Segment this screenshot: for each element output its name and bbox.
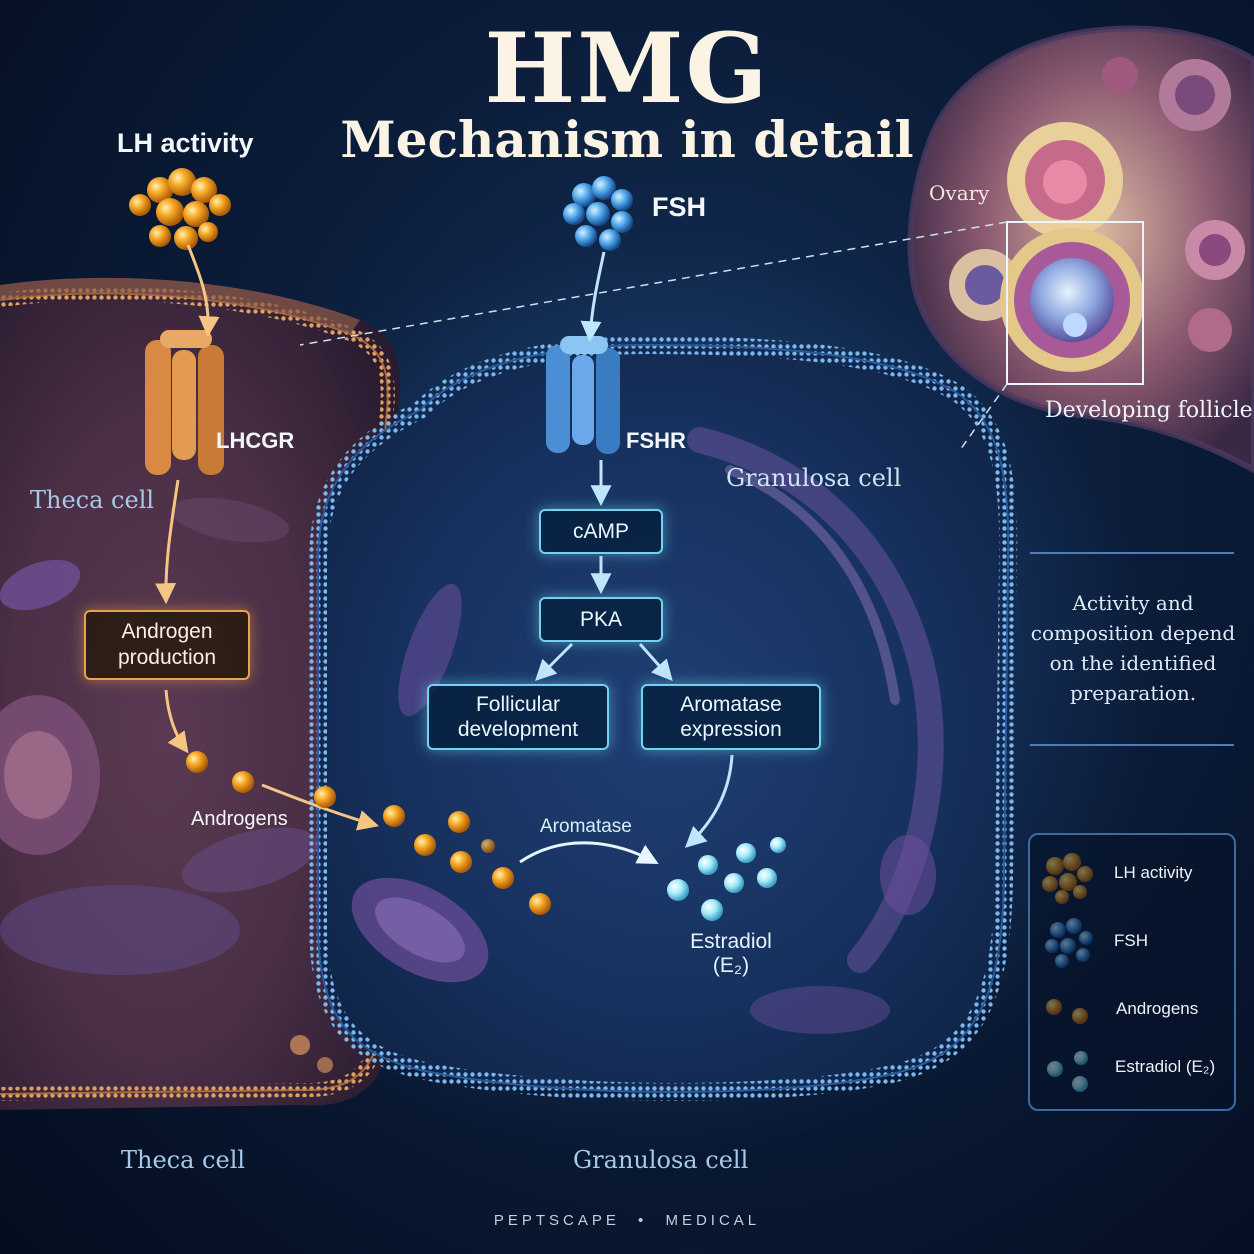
lh-molecule bbox=[129, 168, 231, 250]
follicular-development-box: Follicular development bbox=[427, 684, 609, 750]
legend-label-estradiol: Estradiol (E₂) bbox=[1115, 1057, 1216, 1076]
aromatase-expression-box: Aromatase expression bbox=[641, 684, 821, 750]
androgen-production-box: Androgen production bbox=[84, 610, 250, 680]
arrow-pka-to-follicular bbox=[535, 642, 574, 681]
estradiol-label-line2: (E₂) bbox=[712, 954, 750, 977]
arrow-production-to-androgens bbox=[164, 689, 189, 754]
theca-cell-inner-label: Theca cell bbox=[30, 486, 155, 514]
granulosa-cell-bottom-label: Granulosa cell bbox=[573, 1146, 749, 1174]
zoom-line-top bbox=[299, 221, 1008, 346]
lhcgr-receptor bbox=[145, 330, 224, 475]
arrow-androgens-transfer bbox=[261, 783, 380, 831]
arrow-lhcgr-to-androgen-production bbox=[155, 479, 180, 605]
arrow-aromatase-to-estradiol bbox=[684, 754, 734, 848]
theca-cell-bottom-label: Theca cell bbox=[121, 1146, 246, 1174]
legend-label-lh: LH activity bbox=[1114, 863, 1193, 882]
legend-label-androgens: Androgens bbox=[1116, 999, 1199, 1018]
camp-box: cAMP bbox=[539, 509, 663, 554]
pka-box: PKA bbox=[539, 597, 663, 642]
note-rule-top bbox=[1030, 552, 1234, 554]
estradiol-label-line1: Estradiol bbox=[690, 930, 772, 953]
footer-separator: • bbox=[638, 1212, 648, 1229]
androgens-label: Androgens bbox=[191, 808, 288, 830]
estradiol-particles bbox=[667, 837, 786, 921]
ovary-inset bbox=[907, 25, 1254, 474]
fsh-label: FSH bbox=[652, 192, 706, 222]
page-title: HMG bbox=[484, 12, 770, 125]
follicle-zoom-box bbox=[1006, 221, 1144, 385]
androgen-particles bbox=[186, 751, 551, 915]
lhcgr-label: LHCGR bbox=[216, 428, 295, 453]
footer-division: MEDICAL bbox=[665, 1212, 761, 1229]
aromatase-label: Aromatase bbox=[540, 816, 632, 837]
arrow-pka-to-aromatase bbox=[638, 643, 673, 682]
legend-label-fsh: FSH bbox=[1114, 931, 1148, 950]
developing-follicle-label: Developing follicle bbox=[1045, 398, 1253, 423]
arrow-fsh-to-fshr bbox=[580, 251, 606, 343]
preparation-note: Activity and composition depend on the i… bbox=[1030, 591, 1236, 705]
fsh-molecule bbox=[563, 176, 633, 251]
legend-panel bbox=[1028, 833, 1236, 1111]
fshr-label: FSHR bbox=[626, 428, 686, 453]
footer-brand: PEPTSCAPE • MEDICAL bbox=[0, 1212, 1254, 1229]
footer-brand-name: PEPTSCAPE bbox=[493, 1212, 620, 1229]
granulosa-cell-inner-label: Granulosa cell bbox=[726, 464, 902, 492]
fshr-receptor bbox=[546, 336, 620, 454]
note-rule-bottom bbox=[1030, 744, 1234, 746]
page-subtitle: Mechanism in detail bbox=[340, 110, 914, 169]
arrow-aromatase-conversion bbox=[519, 841, 659, 864]
estradiol-label: Estradiol (E₂) bbox=[676, 930, 786, 978]
lh-activity-label: LH activity bbox=[117, 128, 254, 158]
arrow-lh-to-lhcgr bbox=[186, 244, 220, 338]
ovary-label: Ovary bbox=[929, 181, 990, 205]
